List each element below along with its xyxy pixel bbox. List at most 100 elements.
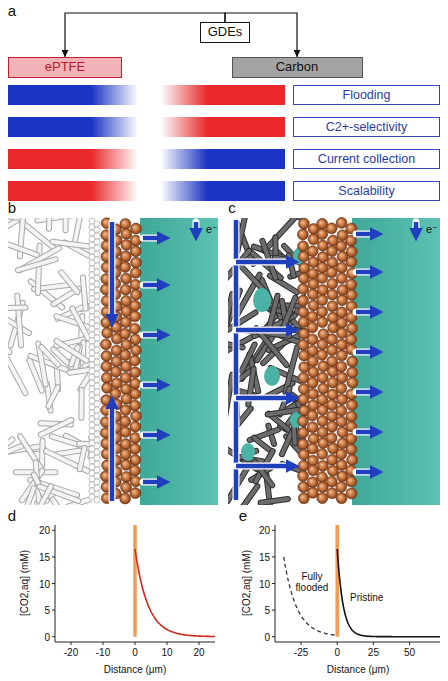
carbon-fibers [228,218,306,505]
arrow-outline [413,222,420,232]
copper-particle [308,465,319,476]
carbon-particle [94,263,100,269]
fiber-outline [18,259,56,270]
fiber [40,441,45,466]
fiber-outline [261,499,288,503]
flow-arrow [356,232,374,237]
copper-particle [110,366,121,377]
copper-particle [129,355,140,366]
tick-mark [272,610,275,611]
fiber-outline [78,390,84,418]
tick-mark [272,583,275,584]
flow-arrow [110,222,115,318]
copper-particle [120,426,131,437]
carbon-particle [94,233,100,239]
copper-particle [120,449,131,460]
fiber-outline [8,240,37,255]
carbon-particle [94,425,100,431]
copper-particle [298,439,309,450]
axis-title: Distance (μm) [327,664,389,675]
copper-particle [120,284,131,295]
gradient-bar [8,181,285,201]
copper-particle [121,228,132,239]
flow-arrow [143,283,161,288]
carbon-particle [94,437,100,443]
material-box: Carbon [232,57,363,78]
copper-particle [326,399,337,410]
copper-particle [130,279,141,290]
tick-mark [103,642,104,645]
copper-particle [326,432,337,443]
arrow-outline [356,269,374,276]
gradient-bar [8,149,285,169]
fiber-outline [8,439,12,451]
arrow-outline [236,327,290,334]
copper-particle [120,372,131,383]
copper-particle [130,289,141,300]
flow-arrow [356,390,374,395]
fiber [37,218,81,221]
copper-particle [336,317,347,328]
flow-arrow [356,270,374,275]
carbon-particle [94,305,100,311]
panel-letter: d [8,508,16,525]
fiber-outline [80,448,85,469]
carbon-particle [94,287,100,293]
fiber-outline [63,218,69,230]
carbon-particle [94,383,100,389]
fiber [17,295,21,345]
copper-particle [336,241,347,252]
arrow-outline [193,222,200,232]
gradient-bar [8,85,285,105]
fiber [83,277,86,308]
fiber-outline [8,444,25,454]
copper-particle [120,350,131,361]
tick-label: 5 [264,605,270,616]
tick-label: 10 [259,578,270,589]
copper-particle [307,311,318,322]
fiber [57,341,87,361]
fiber-outline [264,218,294,251]
copper-particle [346,488,357,499]
carbon-particle [94,329,100,335]
copper-particle [307,322,318,333]
copper-particle [130,488,141,499]
copper-particle [346,256,357,267]
copper-particle [307,410,318,421]
carbon-particle [94,491,100,497]
fiber-outline [8,359,25,393]
fiber [8,444,25,454]
carbon-particle [94,275,100,281]
copper-particle [317,448,328,459]
arrow-outline [356,429,374,436]
arrow-outline [143,382,161,389]
fiber [55,450,82,454]
carbon-particle [94,431,100,437]
node-text: Current collection [318,152,415,166]
tick-label: -25 [294,647,308,658]
fiber [238,409,251,425]
copper-particle [130,311,141,322]
copper-particle [337,372,348,383]
node-text: Flooding [343,88,391,102]
tick-mark [337,642,338,645]
tick-mark [272,556,275,557]
flow-arrow [236,464,290,469]
flow-arrow [236,260,290,265]
tick-label: 50 [404,647,415,658]
copper-particle [298,241,309,252]
copper-particle [346,444,357,455]
copper-particle [318,383,329,394]
property-box: Current collection [293,149,440,169]
copper-particle [317,229,328,240]
copper-particle [346,400,357,411]
flow-arrow [356,470,374,475]
copper-particle [347,367,358,378]
tick-label: -20 [64,647,78,658]
copper-particle [130,454,141,465]
fiber [75,218,84,241]
carbon-particle [94,497,100,503]
copper-particle [307,246,318,257]
copper-particle [317,493,328,504]
carbon-particle [94,341,100,347]
